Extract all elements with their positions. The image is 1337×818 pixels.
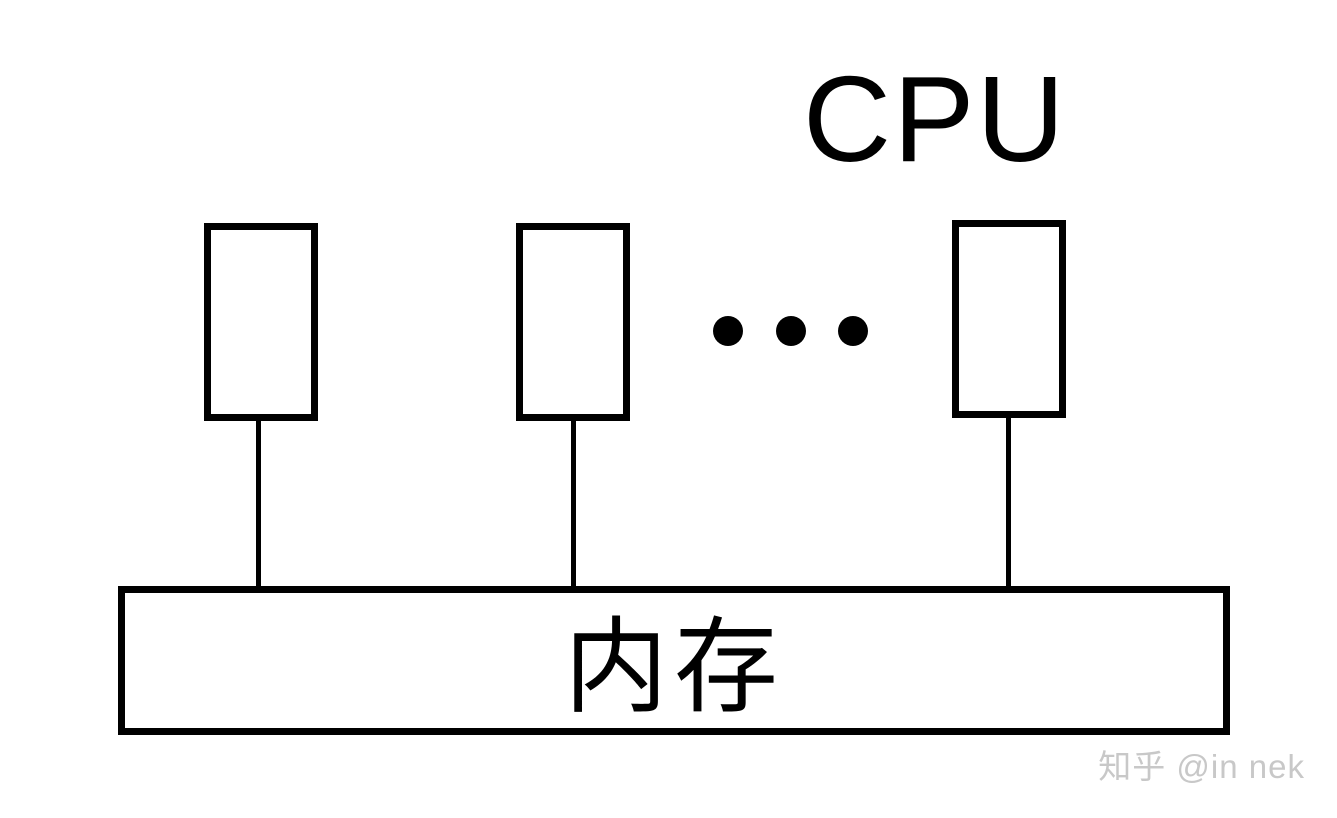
ellipsis-dot — [713, 316, 743, 346]
memory-label: 内存 — [563, 609, 784, 726]
memory-bus-bar: 内存 — [118, 586, 1230, 735]
ellipsis-dot — [838, 316, 868, 346]
bus-connector-line — [1006, 418, 1011, 590]
watermark: 知乎 @in nek — [1098, 748, 1305, 785]
cpu-box — [952, 220, 1066, 418]
bus-connector-line — [571, 418, 576, 590]
cpu-box — [204, 223, 318, 421]
ellipsis-dots — [713, 316, 868, 346]
cpu-label: CPU — [803, 51, 1067, 187]
cpu-box — [516, 223, 630, 421]
ellipsis-dot — [775, 316, 806, 346]
bus-connector-line — [256, 418, 261, 590]
